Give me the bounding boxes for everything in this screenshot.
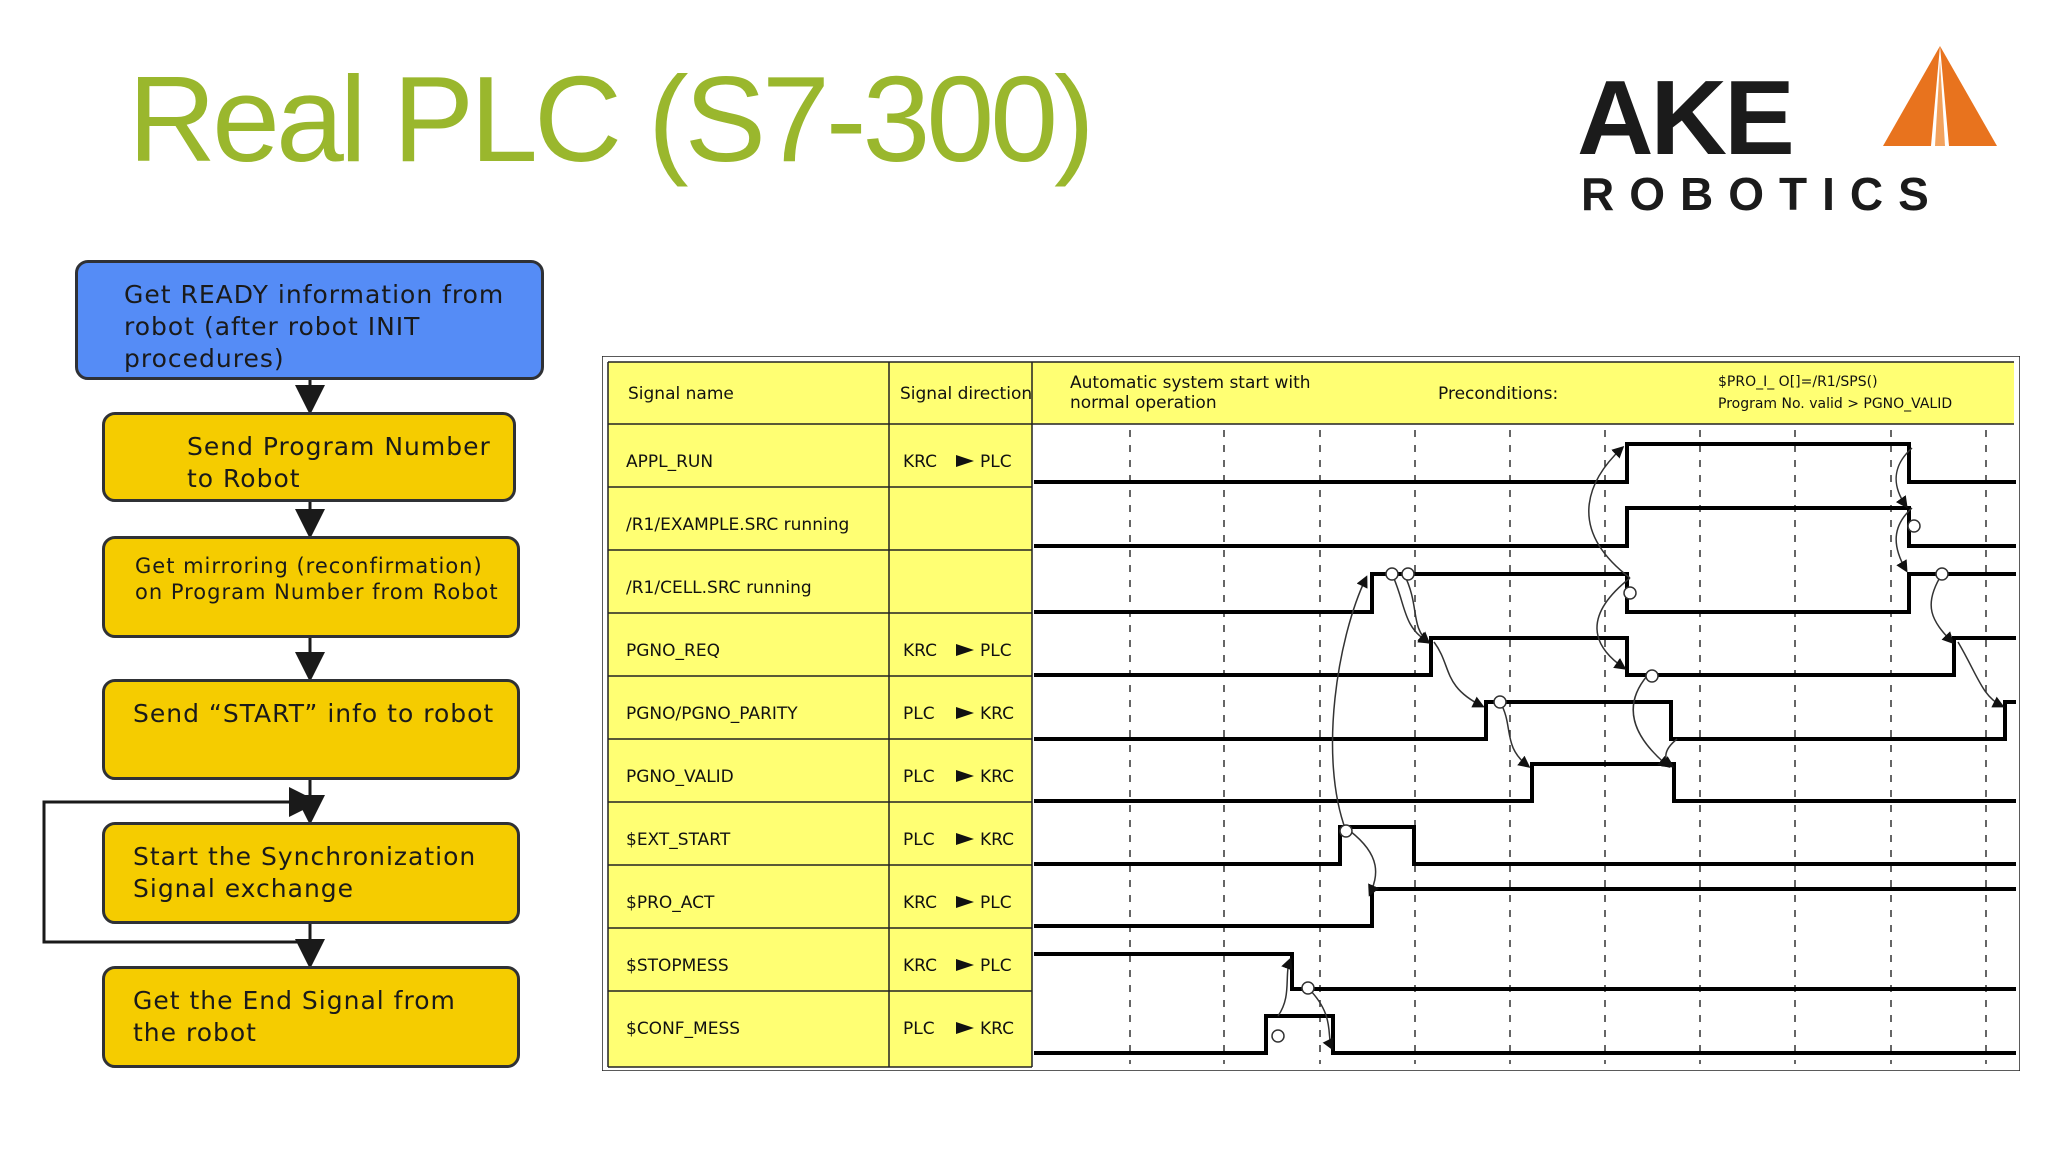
ake-robotics-logo: AKE ROBOTICS — [1577, 46, 1997, 218]
logo-text-ake: AKE — [1577, 59, 1792, 177]
dir-to-appl-run: PLC — [980, 452, 1012, 472]
row-label-cell-src: /R1/CELL.SRC running — [626, 578, 812, 598]
logo-text-robotics: ROBOTICS — [1581, 168, 1944, 218]
wave-pro-act — [1034, 887, 2016, 928]
flow-step-mirroring: Get mirroring (reconfirmation) on Progra… — [102, 536, 520, 638]
direction-arrow-icon — [956, 455, 974, 467]
dir-from-pgno-parity: PLC — [903, 704, 935, 724]
row-label-conf-mess: $CONF_MESS — [626, 1019, 740, 1039]
header-pro-io: $PRO_I_ O[]=/R1/SPS() — [1718, 374, 1878, 390]
direction-arrow-icon — [956, 833, 974, 845]
causality-arrows — [1277, 445, 2005, 1051]
dir-from-stopmess: KRC — [903, 956, 937, 976]
flow-step-ready: Get READY information from robot (after … — [75, 260, 544, 380]
row-label-pgno-parity: PGNO/PGNO_PARITY — [626, 704, 798, 724]
direction-arrow-icon — [956, 644, 974, 656]
wave-conf-mess — [1034, 1014, 2016, 1055]
dir-from-ext-start: PLC — [903, 830, 935, 850]
flow-step-sync-exchange: Start the Synchronization Signal exchang… — [102, 822, 520, 924]
dir-to-pro-act: PLC — [980, 893, 1012, 913]
page-title: Real PLC (S7-300) — [128, 51, 1095, 187]
signal-waveforms — [1034, 442, 2016, 1055]
dir-from-appl-run: KRC — [903, 452, 937, 472]
flow-loop-arrow — [42, 787, 319, 944]
wave-stopmess — [1034, 952, 2016, 991]
timing-diagram: Signal name Signal direction Automatic s… — [602, 356, 2020, 1071]
header-prog-valid: Program No. valid > PGNO_VALID — [1718, 396, 1952, 412]
wave-pgno-parity — [1034, 700, 2016, 741]
row-label-pgno-valid: PGNO_VALID — [626, 767, 734, 787]
timing-header-band — [608, 362, 2014, 424]
direction-arrow-icon — [956, 1022, 974, 1034]
row-label-example-src: /R1/EXAMPLE.SRC running — [626, 515, 849, 535]
flowchart-connectors — [42, 380, 325, 969]
wave-appl-run — [1034, 442, 2016, 484]
row-label-stopmess: $STOPMESS — [626, 956, 729, 976]
header-signal-direction: Signal direction — [900, 384, 1032, 404]
dir-to-conf-mess: KRC — [980, 1019, 1014, 1039]
dir-from-conf-mess: PLC — [903, 1019, 935, 1039]
timing-table-rules — [607, 361, 2014, 1068]
flow-step-end-signal: Get the End Signal from the robot — [102, 966, 520, 1068]
header-auto-start-1: Automatic system start with — [1070, 373, 1311, 393]
dir-from-pgno-req: KRC — [903, 641, 937, 661]
event-markers — [1271, 519, 1949, 1043]
dir-to-pgno-valid: KRC — [980, 767, 1014, 787]
direction-arrow-icon — [956, 770, 974, 782]
direction-arrow-icon — [956, 707, 974, 719]
direction-arrow-icons — [956, 455, 974, 1034]
header-preconditions: Preconditions: — [1438, 384, 1558, 404]
wave-ext-start — [1034, 825, 2016, 866]
orange-triangle-logo-icon — [1883, 46, 1997, 146]
flowchart: Get READY information from robot (after … — [0, 250, 560, 1100]
header-auto-start-2: normal operation — [1070, 393, 1217, 413]
dir-to-pgno-req: PLC — [980, 641, 1012, 661]
direction-arrow-icon — [956, 959, 974, 971]
dir-to-ext-start: KRC — [980, 830, 1014, 850]
row-label-pro-act: $PRO_ACT — [626, 893, 715, 913]
direction-arrow-icon — [956, 896, 974, 908]
dir-to-pgno-parity: KRC — [980, 704, 1014, 724]
row-label-pgno-req: PGNO_REQ — [626, 641, 720, 661]
row-label-appl-run: APPL_RUN — [626, 452, 713, 472]
dir-to-stopmess: PLC — [980, 956, 1012, 976]
dir-from-pro-act: KRC — [903, 893, 937, 913]
header-signal-name: Signal name — [628, 384, 734, 404]
flow-step-send-program: Send Program Number to Robot — [102, 412, 516, 502]
flow-step-send-start: Send “START” info to robot — [102, 679, 520, 780]
wave-example-src — [1034, 506, 2016, 548]
timing-label-band — [608, 424, 1032, 1067]
time-gridlines — [1129, 430, 1987, 1064]
row-label-ext-start: $EXT_START — [626, 830, 731, 850]
wave-pgno-valid — [1034, 762, 2016, 803]
dir-from-pgno-valid: PLC — [903, 767, 935, 787]
